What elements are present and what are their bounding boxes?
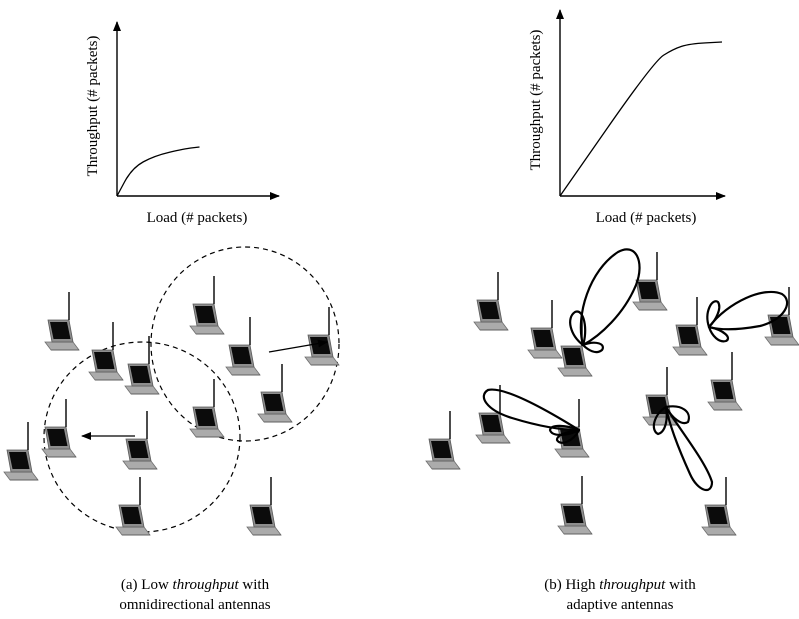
left-caption-line1: (a) Low throughput with bbox=[120, 577, 270, 593]
laptop-node bbox=[88, 321, 124, 381]
coverage-range-circle bbox=[150, 246, 340, 442]
laptop-node bbox=[764, 286, 799, 346]
left-throughput-chart: Load (# packets) Throughput (# packets) bbox=[85, 21, 280, 226]
adaptive-network bbox=[425, 248, 799, 536]
antenna-beam-pattern bbox=[569, 248, 641, 354]
laptop-node bbox=[257, 363, 293, 423]
right-y-axis-label: Throughput (# packets) bbox=[528, 30, 544, 171]
laptop-node bbox=[246, 476, 282, 536]
laptop-node bbox=[41, 398, 77, 458]
laptop-node bbox=[425, 410, 461, 470]
right-throughput-chart: Load (# packets) Throughput (# packets) bbox=[528, 9, 726, 226]
omnidirectional-network bbox=[3, 246, 340, 536]
laptop-node bbox=[189, 378, 225, 438]
laptop-node bbox=[189, 275, 225, 335]
coverage-range-circle bbox=[43, 341, 241, 533]
left-throughput-curve bbox=[116, 146, 200, 197]
left-x-axis-label: Load (# packets) bbox=[147, 210, 248, 226]
left-y-axis-label: Throughput (# packets) bbox=[85, 36, 101, 177]
right-caption-line2: adaptive antennas bbox=[566, 597, 674, 613]
right-caption-line1: (b) High throughput with bbox=[544, 577, 696, 593]
right-throughput-curve bbox=[559, 41, 723, 197]
laptop-node bbox=[44, 291, 80, 351]
laptop-node bbox=[527, 299, 563, 359]
laptop-node bbox=[122, 410, 158, 470]
right-caption: (b) High throughput with adaptive antenn… bbox=[520, 575, 720, 615]
laptop-node bbox=[557, 475, 593, 535]
laptop-node bbox=[672, 296, 708, 356]
transmission-arrow bbox=[268, 339, 328, 353]
antenna-beam-pattern bbox=[706, 290, 789, 343]
antenna-beam-pattern bbox=[482, 388, 581, 444]
antenna-beam-pattern bbox=[652, 405, 714, 492]
right-x-axis-label: Load (# packets) bbox=[596, 210, 697, 226]
left-caption-line2: omnidirectional antennas bbox=[119, 597, 271, 613]
left-caption: (a) Low throughput with omnidirectional … bbox=[85, 575, 305, 615]
laptop-node bbox=[304, 306, 340, 366]
laptop-node bbox=[3, 421, 39, 481]
laptop-node bbox=[473, 271, 509, 331]
laptop-node bbox=[115, 476, 151, 536]
laptop-node bbox=[475, 384, 511, 444]
laptop-node bbox=[701, 476, 737, 536]
laptop-node bbox=[707, 351, 743, 411]
laptop-node bbox=[124, 335, 160, 395]
laptop-node bbox=[225, 316, 261, 376]
